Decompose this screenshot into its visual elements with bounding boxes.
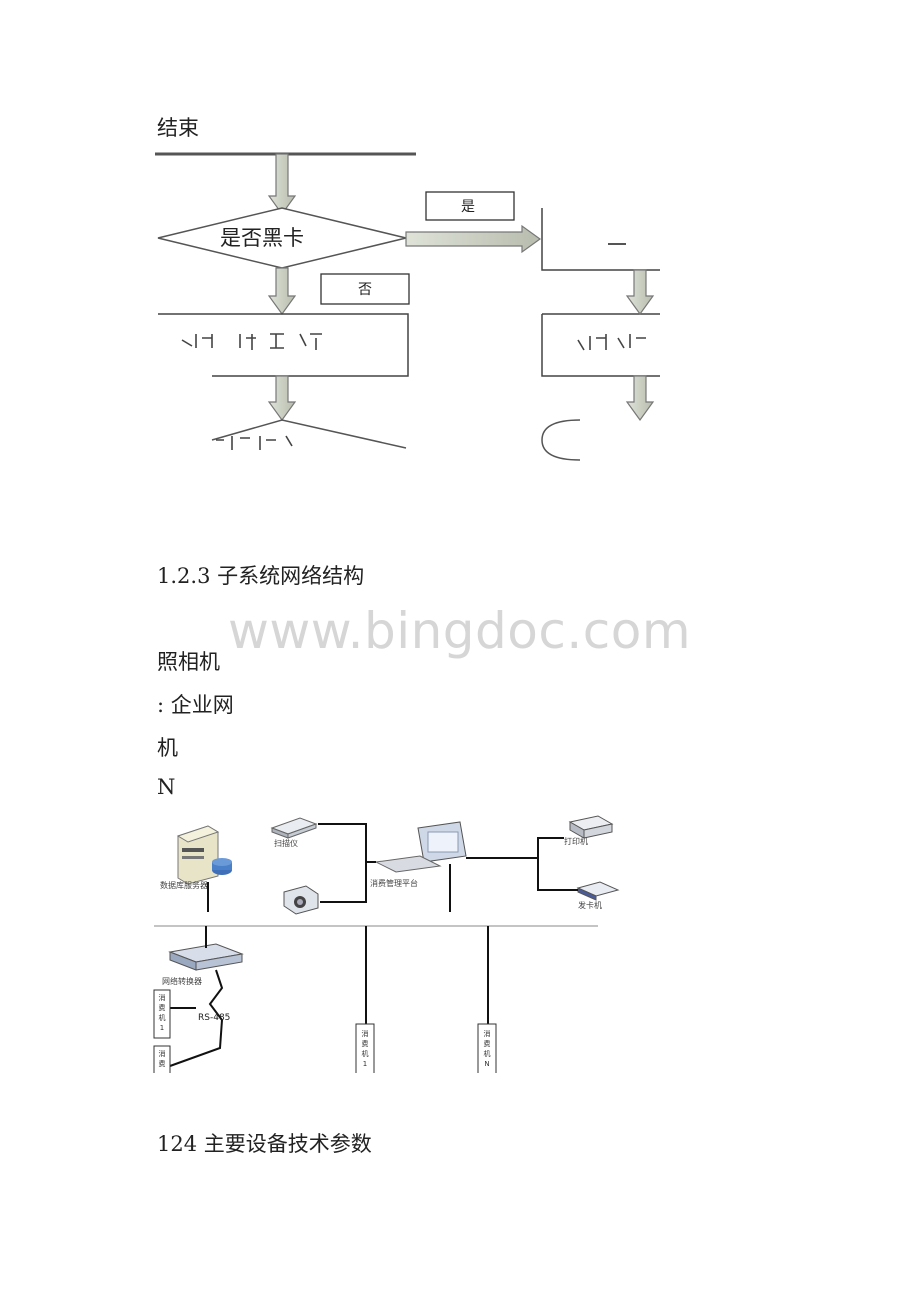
yes-label-text: 是 — [461, 199, 475, 215]
switch-label: 网络转换器 — [162, 976, 202, 986]
svg-text:1: 1 — [160, 1024, 164, 1032]
printer-label: 打印机 — [564, 836, 588, 846]
right-box-2-clipped-text — [577, 334, 646, 351]
svg-text:1: 1 — [363, 1060, 367, 1068]
rs485-label: RS-485 — [198, 1013, 230, 1023]
end-heading: 结束 — [157, 116, 199, 140]
svg-text:费: 费 — [362, 1039, 369, 1048]
right-process-box-1 — [541, 208, 660, 271]
svg-text:N: N — [484, 1060, 489, 1068]
camera-icon — [283, 885, 319, 915]
bottom-diamond-clipped-text — [216, 435, 293, 450]
management-platform-icon — [374, 821, 467, 873]
arrow-down-3 — [267, 375, 297, 422]
svg-text:费: 费 — [159, 1003, 166, 1012]
svg-text:消: 消 — [159, 1049, 166, 1058]
network-diagram: 数据库服务器 扫描仪 消费管理平台 打印机 — [150, 808, 620, 1073]
db-server-label: 数据库服务器 — [160, 880, 208, 890]
fragment-camera: 照相机 — [157, 650, 220, 674]
connection-lines — [207, 823, 578, 912]
arrow-down-right-1 — [625, 269, 655, 316]
svg-text:机: 机 — [362, 1049, 369, 1058]
arrow-down-2 — [267, 267, 297, 316]
card-issuer-label: 发卡机 — [578, 900, 602, 910]
arrow-right-yes — [405, 224, 542, 254]
card-issuer-icon — [576, 881, 620, 901]
scanner-icon — [270, 817, 318, 839]
printer-icon — [568, 815, 614, 839]
yes-label-box — [425, 191, 515, 221]
bottom-decision-diamond — [211, 419, 407, 449]
fragment-machine: 机 — [157, 736, 178, 760]
pos-terminal-mid-1: 消 费 机 1 — [355, 1023, 375, 1073]
network-svg: 数据库服务器 扫描仪 消费管理平台 打印机 — [153, 815, 620, 1073]
pos-terminal-left-2: 消 费 — [153, 1045, 171, 1073]
svg-text:消: 消 — [159, 993, 166, 1002]
scanner-label: 扫描仪 — [274, 838, 298, 848]
svg-text:机: 机 — [159, 1013, 166, 1022]
arrow-down-right-2 — [625, 375, 655, 422]
section-124-heading: 124 主要设备技术参数 — [157, 1132, 372, 1156]
flowchart-svg: 是否黑卡 是 否 — [155, 152, 660, 461]
svg-text:费: 费 — [159, 1059, 166, 1068]
database-server-icon — [176, 825, 232, 885]
watermark-text: www.bingdoc.com — [228, 602, 692, 660]
svg-text:机: 机 — [484, 1049, 491, 1058]
arrow-down-1 — [267, 153, 297, 216]
decision-blacklist-text: 是否黑卡 — [220, 226, 304, 250]
fragment-enterprise-network: : 企业网 — [157, 693, 234, 717]
flowchart-figure: 是否黑卡 是 否 — [150, 148, 660, 463]
right-process-box-2 — [541, 313, 660, 377]
network-switch-icon — [168, 943, 244, 971]
svg-text:消: 消 — [484, 1029, 491, 1038]
end-terminal-shape — [541, 419, 581, 461]
fragment-n: N — [157, 775, 176, 799]
pos-terminal-left-1: 消 费 机 1 — [153, 989, 171, 1039]
svg-text:消: 消 — [362, 1029, 369, 1038]
section-123-heading: 1.2.3 子系统网络结构 — [157, 564, 365, 588]
mgmt-platform-label: 消费管理平台 — [370, 878, 418, 888]
pos-terminal-mid-n: 消 费 机 N — [477, 1023, 497, 1073]
drop-lines — [169, 926, 489, 1067]
left-box-clipped-text — [181, 333, 322, 350]
no-label-box — [320, 273, 410, 305]
left-process-box — [158, 313, 409, 377]
no-label-text: 否 — [358, 282, 372, 298]
svg-text:费: 费 — [484, 1039, 491, 1048]
